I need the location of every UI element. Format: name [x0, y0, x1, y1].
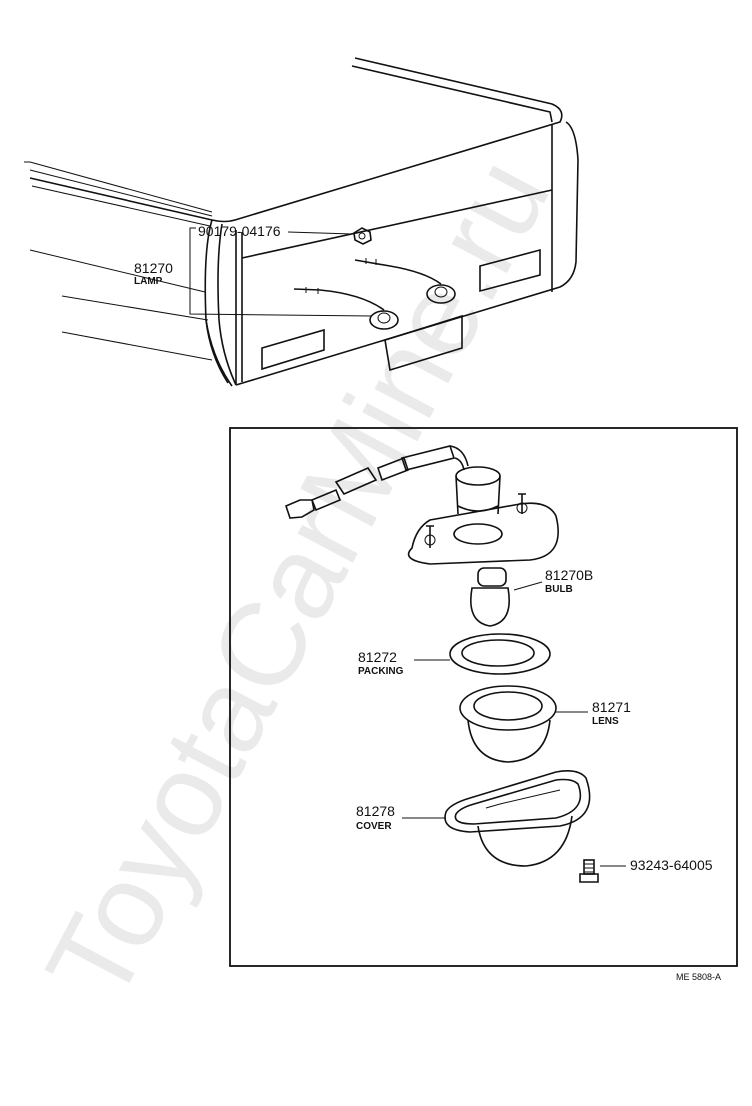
bulb-part-number: 81270B [545, 567, 593, 583]
leader-nut [287, 231, 353, 235]
figure-code: ME 5808-A [676, 972, 721, 982]
watermark: ToyotaCarMine.ru [21, 138, 575, 1022]
lamp-part-name: LAMP [134, 276, 163, 287]
packing-part-name: PACKING [358, 666, 404, 677]
exploded-view-frame [229, 427, 738, 967]
lens-part-name: LENS [592, 716, 619, 727]
nut-part-number: 90179-04176 [198, 223, 281, 239]
lamp-housing [285, 445, 559, 565]
truck-bed-rear-drawing [24, 57, 579, 387]
leader-bulb [513, 581, 543, 591]
screw-part-number: 93243-64005 [630, 857, 713, 873]
screw [579, 859, 599, 883]
packing [449, 633, 551, 675]
lamp-bracket [189, 227, 373, 317]
bulb [470, 567, 510, 627]
cover-part-number: 81278 [356, 803, 395, 819]
packing-part-number: 81272 [358, 649, 397, 665]
cover-part-name: COVER [356, 821, 392, 832]
lens [459, 685, 557, 763]
bulb-part-name: BULB [545, 584, 573, 595]
lens-part-number: 81271 [592, 699, 631, 715]
lamp-part-number: 81270 [134, 260, 173, 276]
cover [444, 770, 591, 867]
